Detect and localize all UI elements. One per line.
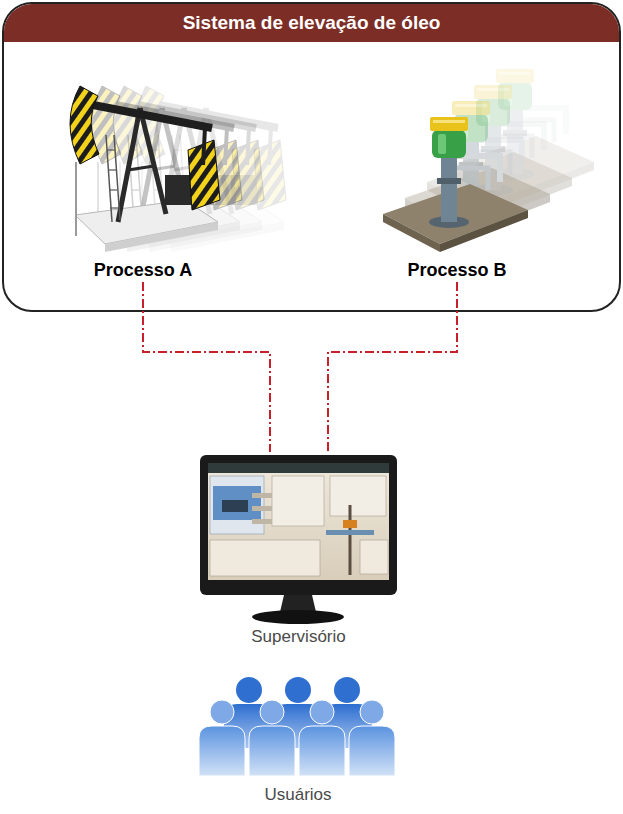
system-container: Sistema de elevação de óleoProcesso A Pro…: [2, 2, 621, 312]
users-label: Usuários: [198, 784, 398, 806]
signal-link: [143, 282, 270, 452]
monitor-label: Supervisório: [199, 626, 398, 648]
process-label: Processo A: [38, 258, 248, 282]
process-box: Processo B: [352, 70, 562, 282]
users-group: Usuários: [198, 670, 398, 806]
process-box: Processo A: [38, 70, 248, 282]
signal-link: [328, 282, 457, 452]
system-title: Sistema de elevação de óleo: [4, 4, 619, 42]
process-label: Processo B: [352, 258, 562, 282]
supervisory-monitor: Supervisório: [199, 452, 398, 648]
